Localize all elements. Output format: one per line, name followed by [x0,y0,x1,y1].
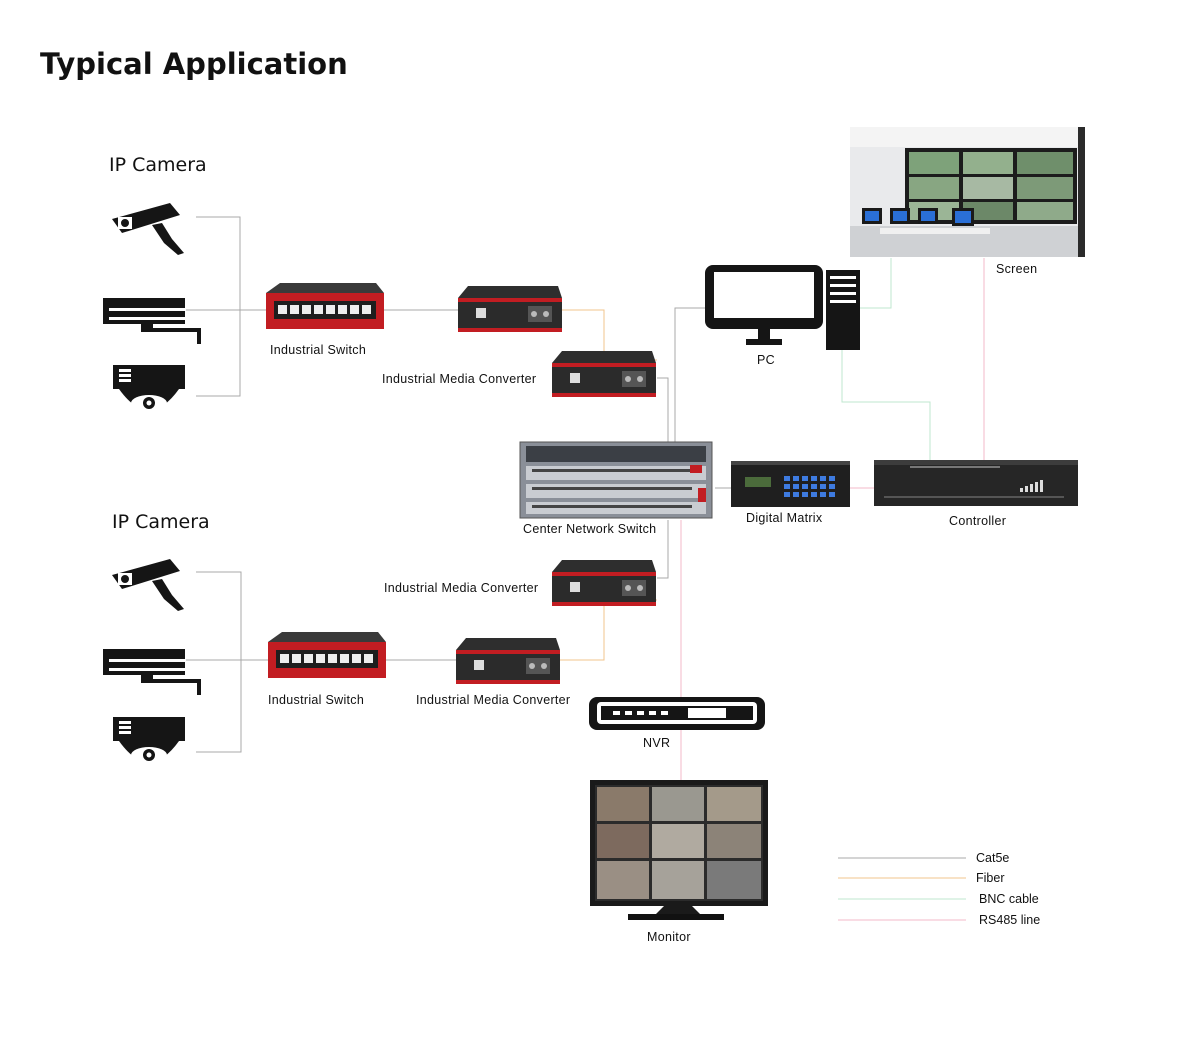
controller-label: Controller [949,514,1006,528]
ip-camera-group-label-bottom: IP Camera [112,511,210,533]
industrial-switch-icon-bottom [268,632,386,678]
nvr-label: NVR [643,736,670,750]
bnc-links [841,258,931,460]
media-converter-label-bottom-lower: Industrial Media Converter [416,693,570,707]
box-camera-icon-top [103,298,201,344]
pc-label: PC [757,353,775,367]
legend-label-cat5e: Cat5e [976,851,1009,865]
media-converter-label-top-mid: Industrial Media Converter [382,372,536,386]
controller-icon [874,460,1078,506]
media-converter-icon-top-left [458,286,562,332]
legend-label-fiber: Fiber [976,871,1004,885]
industrial-switch-icon-top [266,283,384,329]
bullet-camera-icon-top [112,203,184,255]
nvr-icon [589,697,765,730]
industrial-switch-label-bottom: Industrial Switch [268,693,364,707]
dome-camera-icon-top [113,365,185,411]
media-converter-icon-bottom-upper [552,560,656,606]
monitor-icon [590,780,768,920]
legend: Cat5e Fiber BNC cable RS485 line [838,851,1040,927]
legend-label-bnc-cable: BNC cable [979,892,1039,906]
center-network-switch-icon [519,441,713,519]
digital-matrix-icon [731,461,850,507]
industrial-switch-label-top: Industrial Switch [270,343,366,357]
media-converter-icon-bottom-lower [456,638,560,684]
media-converter-label-bottom-upper: Industrial Media Converter [384,581,538,595]
pc-icon [705,265,860,350]
page-title: Typical Application [40,47,348,81]
rs485-links [680,258,985,780]
legend-label-rs485: RS485 line [979,913,1040,927]
cat5e-links [186,216,731,753]
video-wall-screen-image [850,127,1085,257]
digital-matrix-label: Digital Matrix [746,511,823,525]
dome-camera-icon-bottom [113,717,185,763]
media-converter-icon-top-mid [552,351,656,397]
screen-label: Screen [996,262,1037,276]
monitor-label: Monitor [647,930,691,944]
center-network-switch-label: Center Network Switch [523,522,656,536]
bullet-camera-icon-bottom [112,559,184,611]
ip-camera-group-label-top: IP Camera [109,154,207,176]
box-camera-icon-bottom [103,649,201,695]
